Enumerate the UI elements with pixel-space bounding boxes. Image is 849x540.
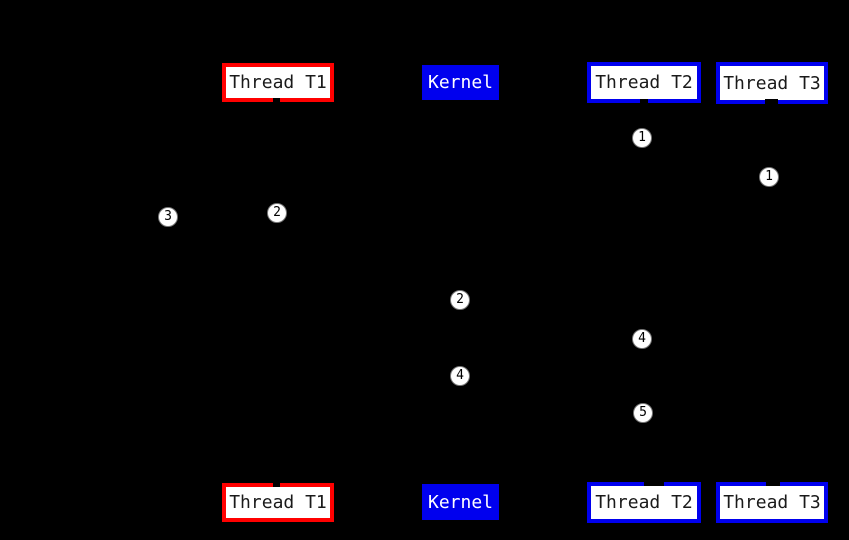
step-marker-3-left: 3 (158, 207, 178, 227)
step-marker-1-thread-t3: 1 (759, 167, 779, 187)
lifeline-tick (273, 479, 280, 487)
lifeline-tick (640, 99, 648, 107)
actor-box-thread-t1-top: Thread T1 (222, 63, 334, 102)
step-marker-5-thread-t2: 5 (633, 403, 653, 423)
actor-label-thread-t3-top: Thread T3 (723, 72, 821, 94)
lifeline-tick (765, 99, 778, 107)
actor-box-thread-t2-bottom: Thread T2 (587, 482, 701, 523)
actor-label-thread-t2-top: Thread T2 (595, 72, 693, 93)
actor-label-kernel-bottom: Kernel (427, 491, 494, 513)
actor-label-thread-t2-bottom: Thread T2 (595, 492, 693, 513)
step-marker-2-thread-t1: 2 (267, 203, 287, 223)
step-marker-2-kernel: 2 (450, 290, 470, 310)
actor-box-thread-t3-bottom: Thread T3 (716, 482, 828, 523)
step-marker-4-kernel: 4 (450, 366, 470, 386)
actor-label-thread-t3-bottom: Thread T3 (723, 492, 821, 513)
actor-box-kernel-top: Kernel (422, 65, 499, 100)
lifeline-tick (766, 478, 780, 486)
actor-box-kernel-bottom: Kernel (422, 484, 499, 520)
step-marker-4-thread-t2: 4 (632, 329, 652, 349)
actor-box-thread-t1-bottom: Thread T1 (222, 483, 334, 522)
actor-box-thread-t3-top: Thread T3 (716, 62, 828, 104)
actor-label-thread-t1-top: Thread T1 (229, 72, 327, 93)
actor-label-kernel-top: Kernel (427, 72, 494, 93)
lifeline-tick (644, 478, 664, 486)
step-marker-1-thread-t2: 1 (632, 128, 652, 148)
lifeline-tick (273, 98, 280, 106)
actor-box-thread-t2-top: Thread T2 (587, 62, 701, 103)
actor-label-thread-t1-bottom: Thread T1 (229, 492, 327, 513)
